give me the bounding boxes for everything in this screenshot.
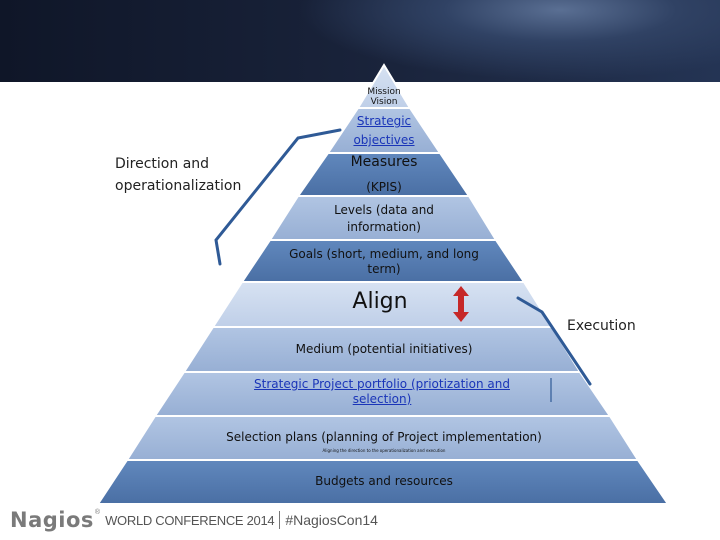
level-medium: Medium (potential initiatives) [295,342,473,356]
label-direction-operationalization: Direction and operationalization [115,156,242,194]
level-aligning-note: Aligning the direction to the operationa… [322,448,446,453]
nagios-logo: Nagios [10,508,94,532]
align-double-arrow-icon [453,286,469,322]
hashtag: #NagiosCon14 [285,512,378,528]
registered-mark: ® [94,509,101,516]
level-portfolio[interactable]: Strategic Project portfolio (priotizatio… [254,377,510,406]
pyramid-band-budgets [96,459,670,505]
level-levels: Levels (data and information) [334,203,434,234]
level-measures: Measures [350,154,418,170]
level-budgets: Budgets and resources [315,474,453,488]
level-goals: Goals (short, medium, and long term) [289,247,479,276]
conference-title: WORLD CONFERENCE 2014 [105,512,275,528]
left-bracket [214,128,342,266]
level-kpis: (KPIS) [366,180,402,194]
right-bracket [516,296,592,386]
label-execution: Execution [567,318,636,334]
level-align: Align [352,289,408,314]
footer: Nagios ® WORLD CONFERENCE 2014 #NagiosCo… [10,506,378,534]
level-strategic-objectives[interactable]: Strategic objectives [353,114,415,147]
level-selection: Selection plans (planning of Project imp… [226,430,542,444]
header-banner [0,0,720,82]
level-mission: Mission Vision [367,87,401,107]
footer-divider [279,511,281,529]
